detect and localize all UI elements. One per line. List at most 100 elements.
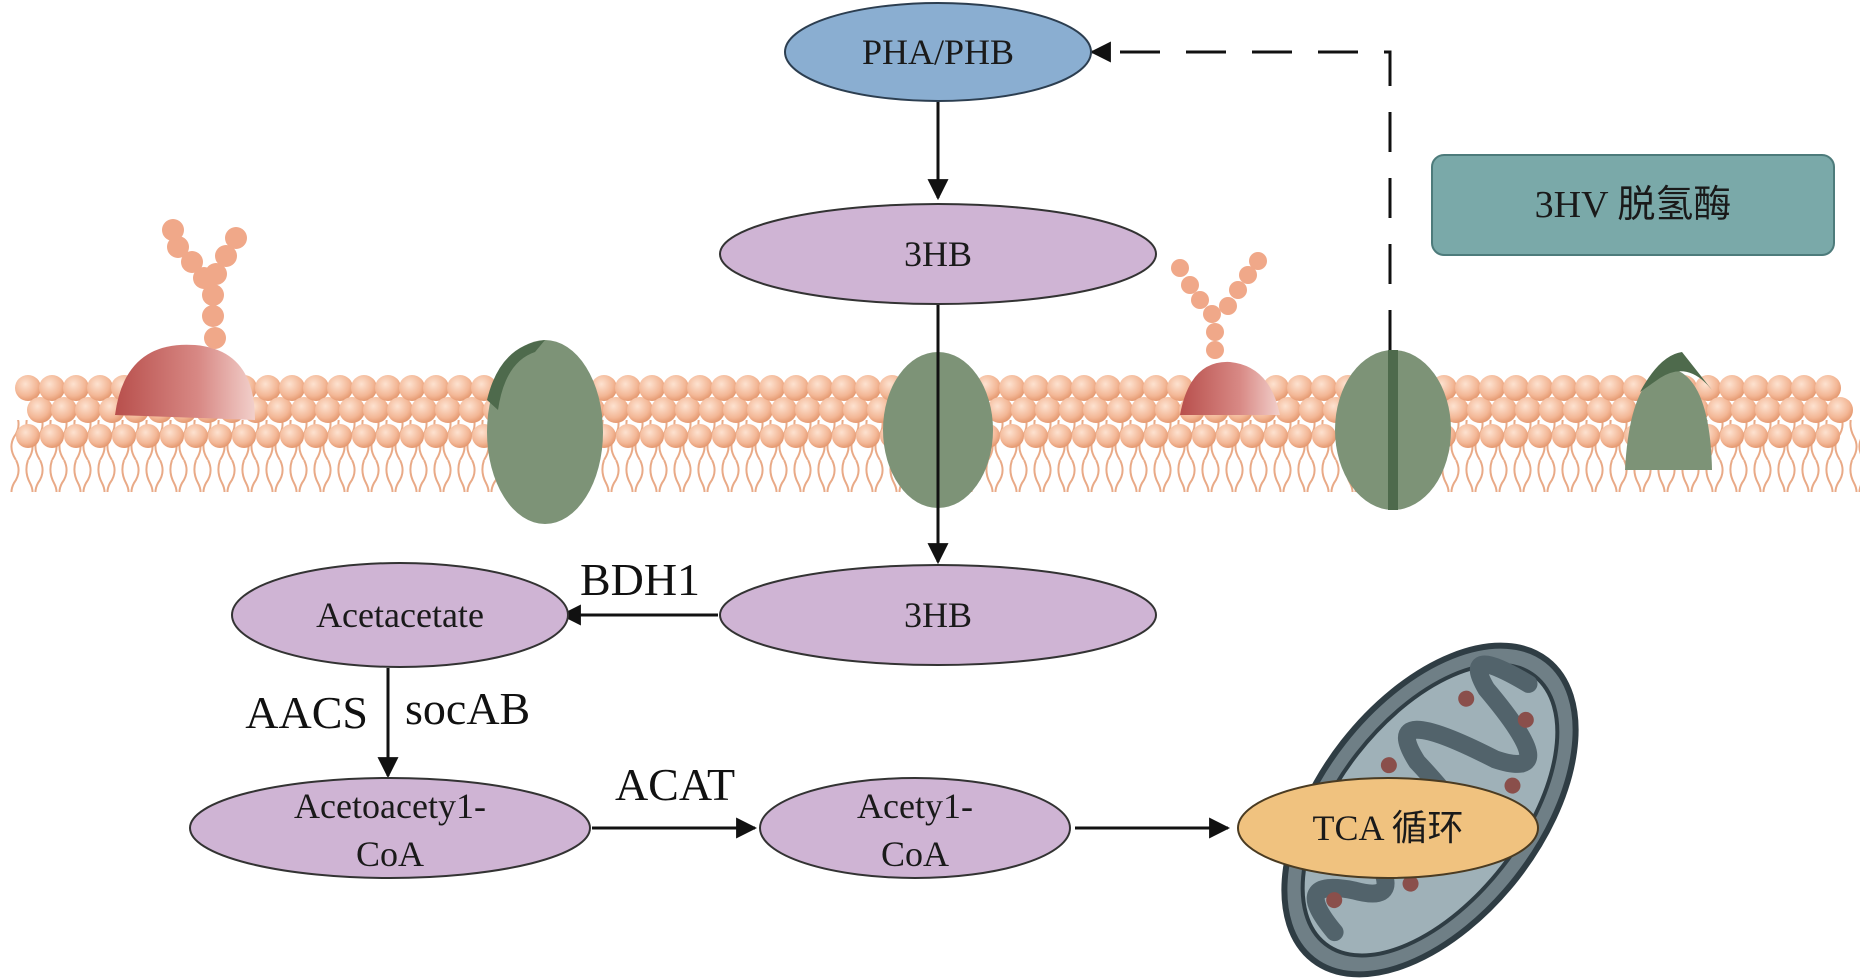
lipid-head bbox=[1611, 397, 1637, 423]
lipid-head bbox=[1455, 375, 1481, 401]
lipid-head bbox=[315, 397, 341, 423]
lipid-head bbox=[1720, 424, 1744, 448]
lipid-head bbox=[855, 375, 881, 401]
lipid-head bbox=[232, 424, 256, 448]
lipid-head bbox=[303, 375, 329, 401]
lipid-head bbox=[88, 424, 112, 448]
lipid-head bbox=[27, 397, 53, 423]
node-3hb-intracellular: 3HB bbox=[719, 564, 1157, 666]
lipid-head bbox=[999, 375, 1025, 401]
lipid-head bbox=[1456, 424, 1480, 448]
lipid-head bbox=[1707, 397, 1733, 423]
lipid-head bbox=[1000, 424, 1024, 448]
node-3hb-extracellular: 3HB bbox=[719, 203, 1157, 305]
lipid-head bbox=[1479, 375, 1505, 401]
lipid-head bbox=[447, 375, 473, 401]
lipid-head bbox=[1539, 397, 1565, 423]
glycoprotein-icon bbox=[115, 219, 255, 420]
lipid-head bbox=[832, 424, 856, 448]
lipid-head bbox=[1551, 375, 1577, 401]
lipid-head bbox=[784, 424, 808, 448]
lipid-head bbox=[39, 375, 65, 401]
lipid-head bbox=[1527, 375, 1553, 401]
lipid-head bbox=[1024, 424, 1048, 448]
lipid-head bbox=[651, 397, 677, 423]
lipid-head bbox=[1563, 397, 1589, 423]
lipid-head bbox=[339, 397, 365, 423]
node-tca-cycle: TCA 循环 bbox=[1237, 777, 1539, 879]
lipid-head bbox=[1131, 397, 1157, 423]
lipid-head bbox=[1299, 397, 1325, 423]
lipid-head bbox=[15, 375, 41, 401]
lipid-head bbox=[1288, 424, 1312, 448]
lipid-head bbox=[1467, 397, 1493, 423]
lipid-head bbox=[808, 424, 832, 448]
lipid-head bbox=[1047, 375, 1073, 401]
transporter-protein-icon bbox=[1625, 352, 1712, 470]
lipid-head bbox=[1515, 397, 1541, 423]
lipid-head bbox=[1120, 424, 1144, 448]
lipid-head bbox=[1143, 375, 1169, 401]
lipid-head bbox=[687, 375, 713, 401]
lipid-head bbox=[711, 375, 737, 401]
node-acetoacetyl-coa-line2: CoA bbox=[356, 834, 424, 874]
lipid-head bbox=[1743, 375, 1769, 401]
node-acetyl-coa-line2: CoA bbox=[881, 834, 949, 874]
lipid-head bbox=[256, 424, 280, 448]
lipid-head bbox=[1575, 375, 1601, 401]
lipid-head bbox=[688, 424, 712, 448]
lipid-head bbox=[831, 375, 857, 401]
lipid-head bbox=[1083, 397, 1109, 423]
lipid-head bbox=[1240, 424, 1264, 448]
lipid-head bbox=[1023, 375, 1049, 401]
lipid-head bbox=[1095, 375, 1121, 401]
lipid-head bbox=[735, 375, 761, 401]
lipid-head bbox=[291, 397, 317, 423]
lipid-head bbox=[1791, 375, 1817, 401]
dehydrogenase-label: 3HV 脱氢酶 bbox=[1535, 184, 1732, 226]
lipid-head bbox=[399, 375, 425, 401]
lipid-head bbox=[783, 375, 809, 401]
lipid-head bbox=[1576, 424, 1600, 448]
lipid-head bbox=[843, 397, 869, 423]
lipid-head bbox=[1311, 375, 1337, 401]
lipid-head bbox=[1600, 424, 1624, 448]
lipid-head bbox=[352, 424, 376, 448]
lipid-head bbox=[1071, 375, 1097, 401]
lipid-head bbox=[87, 375, 113, 401]
lipid-head bbox=[1048, 424, 1072, 448]
lipid-head bbox=[327, 375, 353, 401]
lipid-head bbox=[1792, 424, 1816, 448]
lipid-head bbox=[603, 397, 629, 423]
dehydrogenase-box: 3HV 脱氢酶 bbox=[1431, 154, 1835, 256]
lipid-head bbox=[375, 375, 401, 401]
lipid-head bbox=[1072, 424, 1096, 448]
node-pha-phb: PHA/PHB bbox=[784, 2, 1092, 102]
lipid-head bbox=[1491, 397, 1517, 423]
lipid-head bbox=[40, 424, 64, 448]
lipid-head bbox=[136, 424, 160, 448]
enzyme-socab-label: socAB bbox=[405, 683, 530, 734]
node-acetoacetyl-coa-line1: Acetoacety1- bbox=[294, 786, 486, 826]
lipid-head bbox=[448, 424, 472, 448]
lipid-head bbox=[1731, 397, 1757, 423]
lipid-head bbox=[1827, 397, 1853, 423]
lipid-head bbox=[1144, 424, 1168, 448]
lipid-head bbox=[819, 397, 845, 423]
lipid-head bbox=[1816, 424, 1840, 448]
lipid-head bbox=[16, 424, 40, 448]
lipid-head bbox=[1216, 424, 1240, 448]
lipid-head bbox=[1779, 397, 1805, 423]
lipid-head bbox=[75, 397, 101, 423]
lipid-head bbox=[279, 375, 305, 401]
lipid-head bbox=[1552, 424, 1576, 448]
lipid-head bbox=[759, 375, 785, 401]
enzyme-bdh1-label: BDH1 bbox=[580, 554, 700, 605]
lipid-head bbox=[639, 375, 665, 401]
enzyme-aacs-label: AACS bbox=[245, 687, 368, 738]
lipid-head bbox=[1768, 424, 1792, 448]
lipid-head bbox=[664, 424, 688, 448]
lipid-head bbox=[736, 424, 760, 448]
lipid-head bbox=[376, 424, 400, 448]
